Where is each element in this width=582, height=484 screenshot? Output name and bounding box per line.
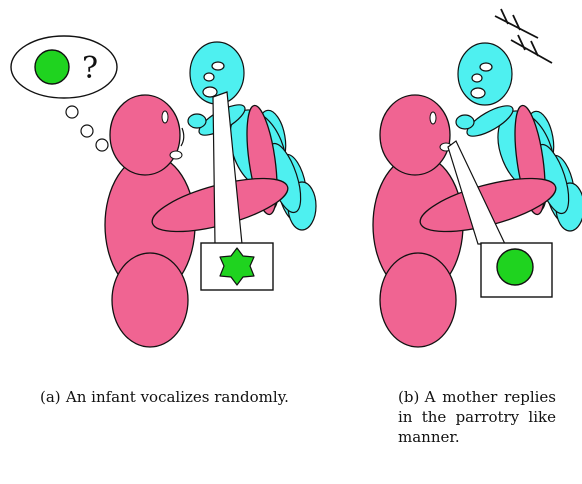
figure: ? bbox=[10, 8, 582, 348]
cross-marks-icon bbox=[494, 8, 553, 64]
caption-a-text: An infant vocalizes randomly. bbox=[65, 388, 289, 406]
panel-a-scene: ? bbox=[10, 35, 317, 348]
caption-a-label: (a) bbox=[40, 388, 61, 406]
caption-b-label: (b) bbox=[398, 388, 420, 406]
caption-a: (a)An infant vocalizes randomly. bbox=[40, 387, 292, 407]
mother-figure-a bbox=[104, 94, 289, 348]
caption-b-text: A mother replies in the parrotry like ma… bbox=[398, 388, 556, 446]
thought-dot-large bbox=[65, 105, 79, 119]
thought-dot-medium bbox=[80, 124, 94, 138]
question-mark: ? bbox=[82, 51, 98, 86]
green-star-icon bbox=[219, 247, 255, 286]
green-circle-icon bbox=[34, 49, 70, 85]
caption-b: (b)A mother replies in the parrotry like… bbox=[398, 387, 556, 447]
thought-dot-small bbox=[95, 138, 109, 152]
green-circle-icon bbox=[496, 248, 534, 286]
mother-figure-b bbox=[372, 94, 557, 348]
panel-b-scene bbox=[372, 8, 582, 348]
